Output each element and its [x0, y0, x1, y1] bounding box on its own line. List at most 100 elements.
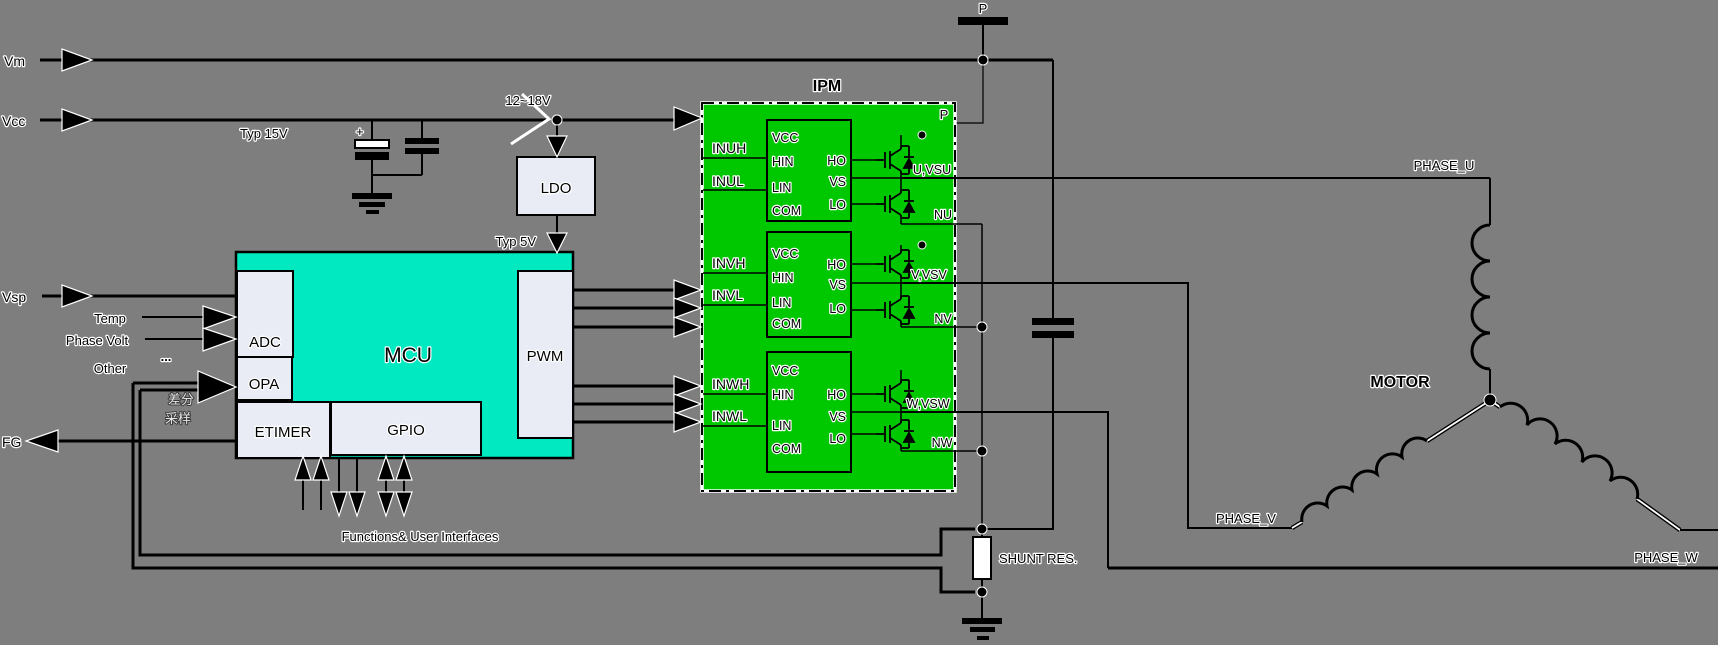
ipm-p-label: P	[940, 107, 949, 122]
pwm-block	[517, 270, 574, 439]
gpio-bidir-up-1-icon	[377, 454, 395, 481]
ceramic-cap-plate-top	[405, 138, 439, 144]
gate-wires	[851, 159, 876, 435]
gpio-bidir-up-2-icon	[395, 454, 413, 481]
drv-u-com: COM	[772, 204, 801, 218]
inwl-label: INWL	[712, 408, 747, 424]
opa-arrow-icon	[197, 370, 238, 404]
drv-u-lo: LO	[829, 198, 846, 212]
n-rail-wires	[901, 223, 983, 529]
vcc-label: Vcc	[2, 113, 25, 129]
cap-wires	[371, 120, 423, 193]
fg-arrow-icon	[24, 429, 59, 453]
opa-label: OPA	[249, 376, 280, 393]
ipm-input-underlines	[703, 157, 766, 427]
motor-label: MOTOR	[1370, 374, 1430, 391]
gpio-down-arrow-2-icon	[348, 491, 366, 518]
sense-wire-bottom	[131, 383, 975, 594]
drv-w-hin: HIN	[772, 388, 794, 402]
sense-wire-top	[138, 390, 975, 557]
gpio-up-arrow-1-icon	[294, 454, 312, 481]
other-label: Other	[94, 361, 127, 376]
ldo-label: LDO	[541, 180, 572, 197]
drv-w-vcc: VCC	[772, 364, 798, 378]
phase-v-label: PHASE_V	[1216, 511, 1276, 526]
ground-symbol-vcc	[352, 193, 392, 214]
ldo-block	[516, 156, 596, 216]
adc-label: ADC	[249, 334, 281, 351]
gpio-label: GPIO	[387, 422, 425, 439]
inuh-label: INUH	[712, 140, 746, 156]
coil-w-leads	[1493, 402, 1681, 531]
drv-w-lin: LIN	[772, 419, 791, 433]
electrolytic-cap-bottom-plate	[355, 152, 389, 160]
phase-w-label: PHASE_W	[1634, 550, 1698, 565]
junction-dots	[551, 54, 1497, 598]
phase-u-label: PHASE_U	[1414, 158, 1475, 173]
p-terminal-label: P	[979, 1, 988, 16]
coil-v	[1300, 436, 1428, 523]
ipm-block-dashed-border	[701, 102, 956, 492]
vm-arrow-icon	[61, 48, 94, 72]
gpio-bidir-down-2-icon	[395, 491, 413, 518]
drv-u-ho: HO	[827, 154, 846, 168]
coil-w	[1499, 401, 1640, 500]
typ15v-label: Typ 15V	[240, 126, 288, 141]
p-terminal-bar	[958, 17, 1008, 25]
shunt-resistor	[972, 536, 992, 580]
etimer-block	[236, 401, 331, 459]
uvsu-label: U,VSU	[913, 163, 951, 177]
pwm-arrow-6-icon	[673, 411, 703, 433]
phase-v-wire	[901, 282, 1292, 529]
ipm-title: IPM	[813, 78, 841, 95]
pwm-arrow-1-icon	[673, 279, 703, 301]
wire-break-chevron	[510, 92, 552, 146]
drv-u-vs: VS	[829, 175, 846, 189]
voltage-range-label: 12~18V	[505, 93, 551, 108]
vs-wires	[851, 177, 901, 413]
adc-block	[236, 270, 294, 358]
vsp-label: Vsp	[2, 289, 26, 305]
gate-driver-v	[766, 231, 852, 338]
opa-sense-input-wires	[133, 381, 200, 392]
ldo-out-arrow-icon	[546, 232, 568, 255]
motor-windings	[1290, 178, 1718, 532]
drv-w-ho: HO	[827, 388, 846, 402]
phase-volt-label: Phase Volt	[66, 333, 129, 348]
shunt-label: SHUNT RES.	[999, 551, 1078, 566]
drv-v-vcc: VCC	[772, 247, 798, 261]
drv-v-com: COM	[772, 317, 801, 331]
coil-u	[1470, 223, 1491, 371]
gpio-bidir-down-1-icon	[377, 491, 395, 518]
drv-u-vcc: VCC	[772, 131, 798, 145]
drv-v-lo: LO	[829, 302, 846, 316]
bus-cap-plate-top	[1032, 318, 1074, 325]
drv-v-hin: HIN	[772, 271, 794, 285]
gpio-up-arrow-2-icon	[312, 454, 330, 481]
nu-label: NU	[934, 208, 952, 222]
nw-label: NW	[932, 436, 953, 450]
ipm-internal-wires	[703, 135, 983, 529]
phase-volt-arrow-icon	[202, 327, 238, 352]
drv-w-lo: LO	[829, 432, 846, 446]
etimer-label: ETIMER	[255, 424, 312, 441]
ldo-in-arrow-icon	[546, 135, 568, 159]
invl-label: INVL	[712, 287, 743, 303]
functions-label: Functions& User Interfaces	[342, 529, 499, 544]
gpio-wires	[302, 458, 405, 510]
ceramic-cap-plate-bottom	[405, 148, 439, 154]
temp-label: Temp	[94, 311, 126, 326]
drv-v-vs: VS	[829, 278, 846, 292]
mcu-label: MCU	[384, 344, 432, 367]
vcc-arrow-icon	[61, 108, 94, 132]
cap-plus-label: +	[356, 124, 364, 139]
vsp-arrow-icon	[61, 284, 94, 308]
inul-label: INUL	[712, 173, 744, 189]
typ5v-label: Typ 5V	[496, 234, 537, 249]
pwm-output-wires	[573, 288, 676, 424]
vvsv-label: V,VSV	[911, 268, 947, 282]
pwm-arrow-4-icon	[673, 375, 703, 397]
gate-driver-u	[766, 119, 852, 222]
inwh-label: INWH	[712, 376, 749, 392]
